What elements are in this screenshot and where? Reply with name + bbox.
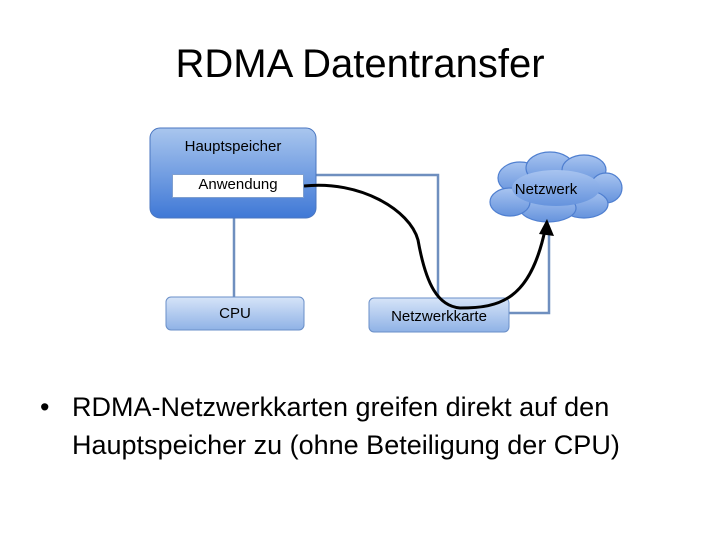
connector-hauptspeicher-netzwerkkarte bbox=[316, 173, 440, 298]
arrowhead-icon bbox=[539, 219, 554, 236]
connector-lines bbox=[232, 173, 551, 315]
bullet-marker: • bbox=[40, 392, 50, 422]
rdma-flow-arrow bbox=[303, 183, 547, 310]
bullet-text: RDMA-Netzwerkkarten greifen direkt auf d… bbox=[72, 392, 620, 460]
slide-title: RDMA Datentransfer bbox=[175, 42, 545, 86]
cpu-label: CPU bbox=[219, 305, 251, 322]
hauptspeicher-label: Hauptspeicher bbox=[184, 138, 282, 155]
netzwerk-label: Netzwerk bbox=[514, 181, 578, 198]
cpu-box bbox=[165, 296, 305, 331]
netzwerk-cloud bbox=[489, 151, 623, 223]
anwendung-box bbox=[172, 174, 304, 198]
netzwerkkarte-label: Netzwerkkarte bbox=[391, 308, 487, 325]
connector-netzwerkkarte-netzwerk bbox=[509, 232, 551, 315]
anwendung-label: Anwendung bbox=[198, 176, 278, 193]
